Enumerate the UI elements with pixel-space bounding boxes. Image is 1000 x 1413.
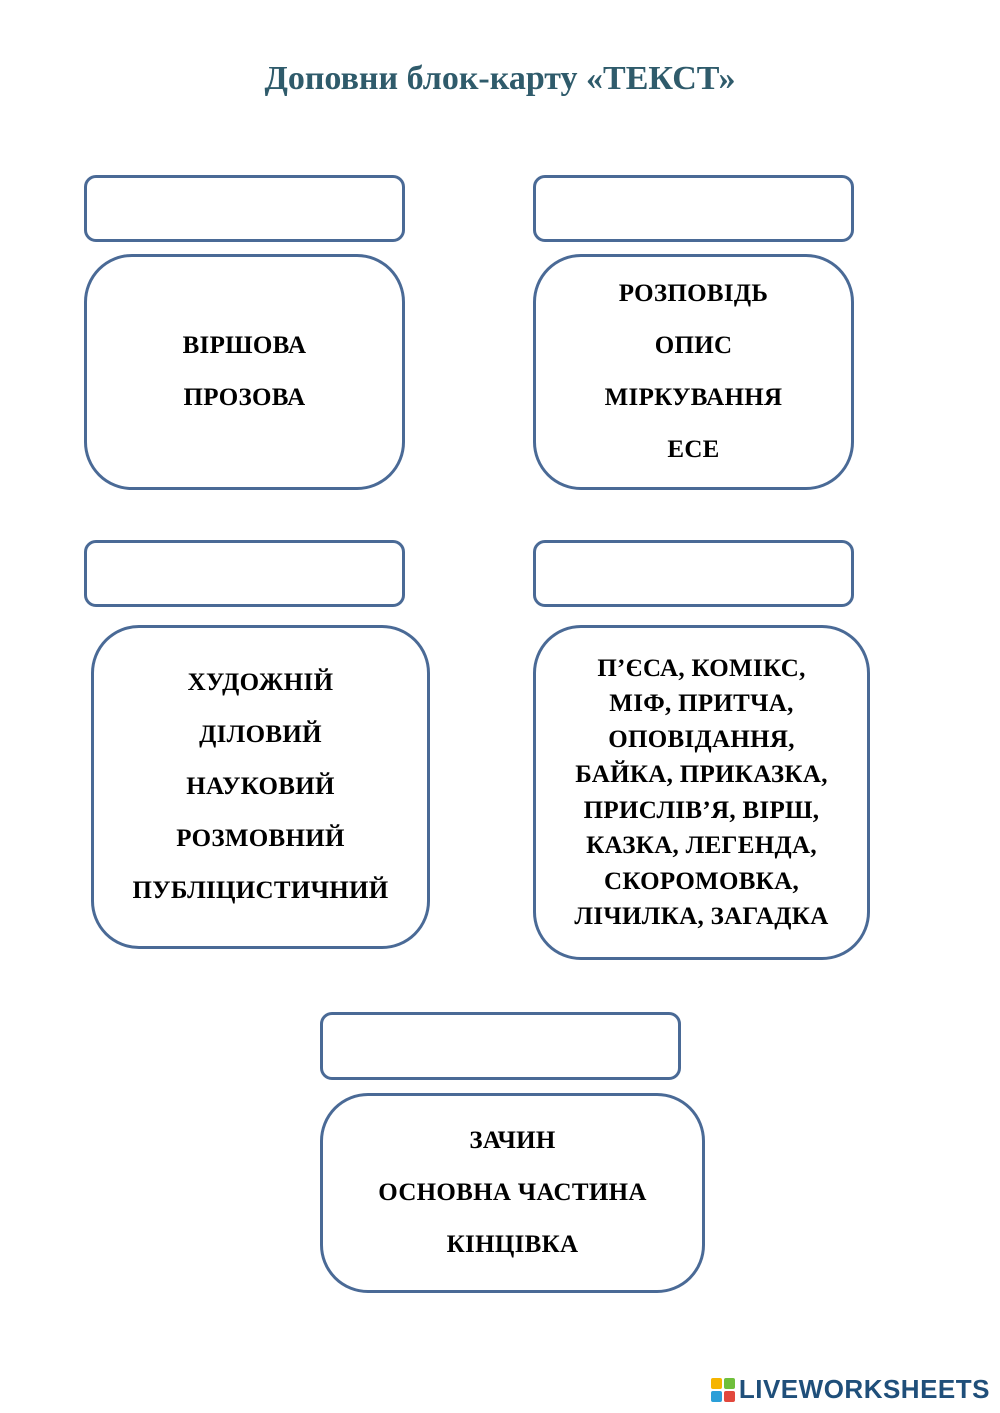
content-box-types: РОЗПОВІДЬ ОПИС МІРКУВАННЯ ЕСЕ xyxy=(533,254,854,490)
liveworksheets-logo-icon xyxy=(710,1377,735,1402)
list-item: ВІРШОВА xyxy=(182,332,307,359)
content-box-forms: ВІРШОВА ПРОЗОВА xyxy=(84,254,405,490)
list-item: ЛІЧИЛКА, ЗАГАДКА xyxy=(574,903,829,930)
list-item: ЗАЧИН xyxy=(469,1127,556,1154)
list-item: КАЗКА, ЛЕГЕНДА, xyxy=(586,832,817,859)
list-item: БАЙКА, ПРИКАЗКА, xyxy=(575,761,828,788)
list-item: ПРОЗОВА xyxy=(183,384,306,411)
list-item: ОСНОВНА ЧАСТИНА xyxy=(378,1179,647,1206)
answer-box-genres[interactable] xyxy=(533,540,854,607)
content-box-genres: П’ЄСА, КОМІКС, МІФ, ПРИТЧА, ОПОВІДАННЯ, … xyxy=(533,625,870,960)
list-item: П’ЄСА, КОМІКС, xyxy=(597,654,806,682)
list-item: ЕСЕ xyxy=(667,436,720,463)
answer-box-styles[interactable] xyxy=(84,540,405,607)
content-box-structure: ЗАЧИН ОСНОВНА ЧАСТИНА КІНЦІВКА xyxy=(320,1093,705,1293)
list-item: МІРКУВАННЯ xyxy=(604,384,783,411)
list-item: ДІЛОВИЙ xyxy=(199,721,322,748)
list-item: РОЗМОВНИЙ xyxy=(176,825,345,852)
list-item: СКОРОМОВКА, xyxy=(603,867,800,895)
content-box-styles: ХУДОЖНІЙ ДІЛОВИЙ НАУКОВИЙ РОЗМОВНИЙ ПУБЛ… xyxy=(91,625,430,949)
list-item: МІФ, ПРИТЧА, xyxy=(609,690,794,717)
logo-text: LIVEWORKSHEETS xyxy=(738,1374,990,1404)
list-item: ОПОВІДАННЯ, xyxy=(608,725,795,753)
list-item: КІНЦІВКА xyxy=(446,1231,579,1258)
answer-box-types[interactable] xyxy=(533,175,854,242)
list-item: ПУБЛІЦИСТИЧНИЙ xyxy=(132,877,389,904)
list-item: ПРИСЛІВ’Я, ВІРШ, xyxy=(583,796,820,824)
list-item: ХУДОЖНІЙ xyxy=(187,669,334,696)
list-item: ОПИС xyxy=(654,332,733,359)
page-title: Доповни блок-карту «ТЕКСТ» xyxy=(264,60,736,97)
answer-box-forms[interactable] xyxy=(84,175,405,242)
liveworksheets-logo: LIVEWORKSHEETS xyxy=(710,1374,990,1405)
list-item: РОЗПОВІДЬ xyxy=(618,280,769,307)
answer-box-structure[interactable] xyxy=(320,1012,681,1080)
list-item: НАУКОВИЙ xyxy=(186,773,335,800)
